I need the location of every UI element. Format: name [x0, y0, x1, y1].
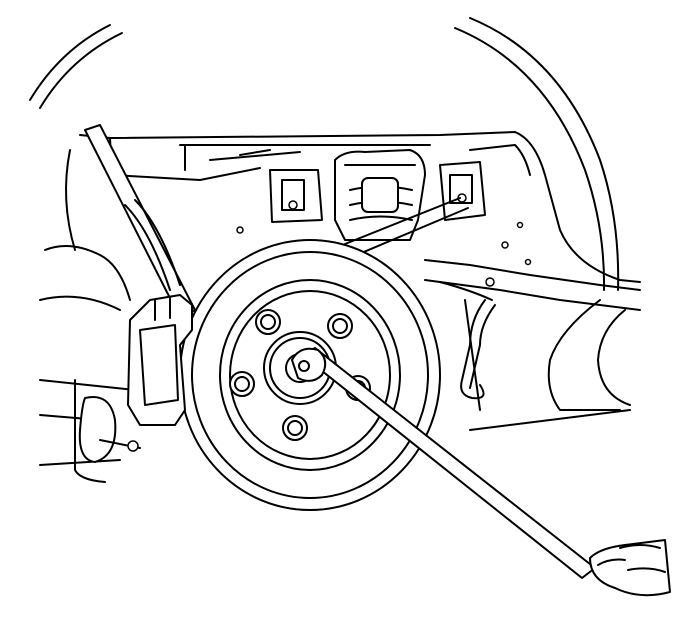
lug-stud [229, 371, 255, 397]
lug-stud [282, 415, 308, 441]
lug-stud [327, 313, 353, 339]
wheel-well-arch [29, 17, 620, 291]
hand [589, 539, 671, 597]
brake-caliper [78, 294, 193, 463]
brake-hose [439, 281, 496, 400]
support-bar [84, 124, 196, 319]
strut-assembly [236, 149, 532, 287]
lug-stud [255, 309, 281, 335]
